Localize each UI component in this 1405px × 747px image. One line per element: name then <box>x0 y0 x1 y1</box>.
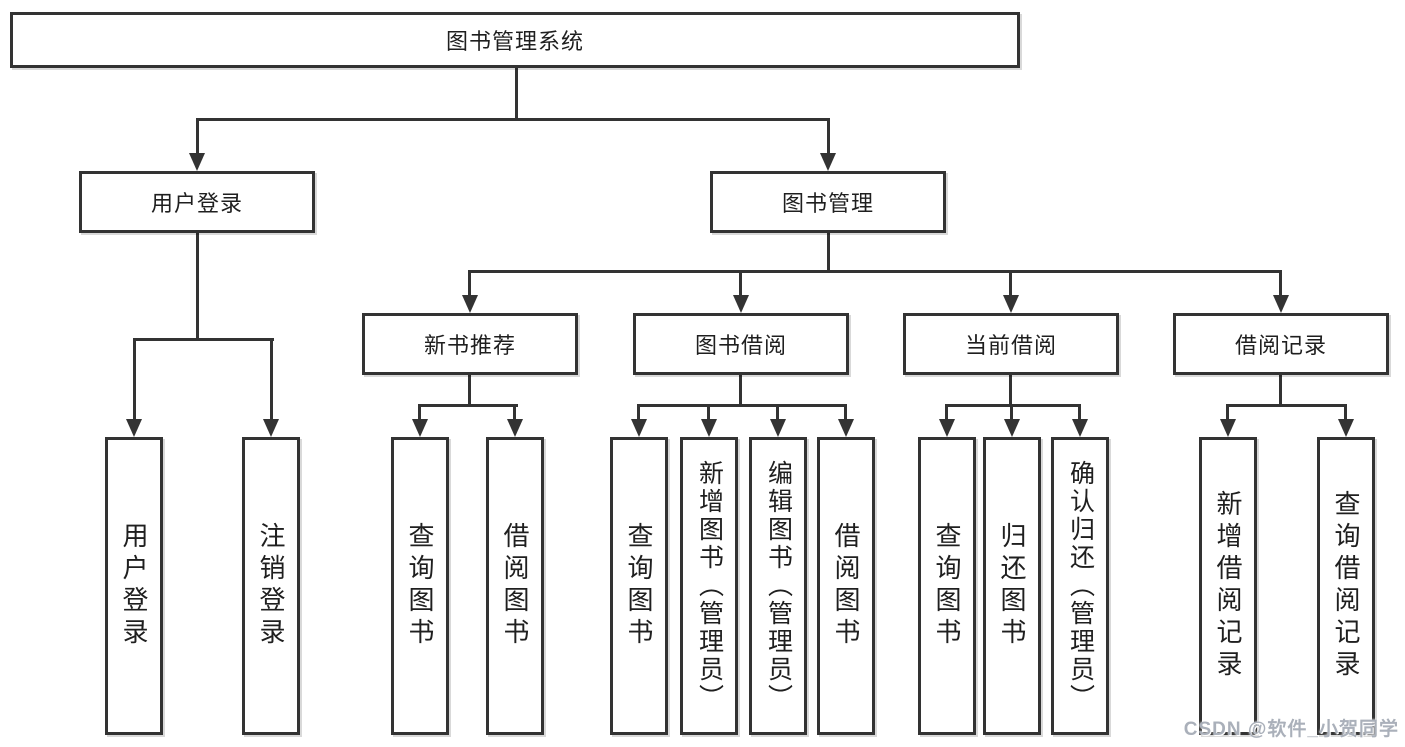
node-root-label: 图书管理系统 <box>445 29 584 54</box>
arrow-down-icon <box>820 153 836 171</box>
node-label: 当前借阅 <box>964 333 1057 358</box>
connector-line <box>133 338 274 341</box>
node-book-management-branch: 图书管理 <box>710 171 946 233</box>
connector-line <box>739 270 742 298</box>
node-label: 查询图书 <box>624 522 654 650</box>
connector-line <box>707 404 710 421</box>
connector-line <box>637 404 640 421</box>
arrow-down-icon <box>126 419 142 437</box>
connector-line <box>945 404 1081 407</box>
connector-line <box>776 404 779 421</box>
csdn-watermark: CSDN @软件_小贺同学 <box>1183 719 1399 740</box>
connector-line <box>1010 404 1013 421</box>
arrow-down-icon <box>1072 419 1088 437</box>
node-add-borrow-record: 新增借阅记录 <box>1199 437 1257 735</box>
arrow-down-icon <box>1338 419 1354 437</box>
connector-line <box>1344 404 1347 421</box>
connector-line <box>1078 404 1081 421</box>
node-label: 用户登录 <box>119 522 149 650</box>
connector-line <box>1279 375 1282 407</box>
arrow-down-icon <box>1004 419 1020 437</box>
node-root: 图书管理系统 <box>10 12 1020 68</box>
connector-line <box>1279 270 1282 298</box>
connector-line <box>468 375 471 407</box>
node-query-books-borrow: 查询图书 <box>610 437 668 735</box>
connector-line <box>1226 404 1347 407</box>
node-user-login-leaf: 用户登录 <box>105 437 163 735</box>
connector-line <box>270 338 273 421</box>
connector-line <box>418 404 421 421</box>
arrow-down-icon <box>507 419 523 437</box>
connector-line <box>513 404 516 421</box>
node-return-books: 归还图书 <box>983 437 1041 735</box>
connector-line <box>196 233 199 341</box>
node-label: 借阅图书 <box>831 522 861 650</box>
connector-line <box>945 404 948 421</box>
node-label: 借阅记录 <box>1234 333 1327 358</box>
connector-line <box>739 375 742 407</box>
node-label: 图书管理 <box>781 191 874 216</box>
arrow-down-icon <box>1220 419 1236 437</box>
node-new-book-recommend: 新书推荐 <box>362 313 578 375</box>
node-label: 用户登录 <box>150 191 243 216</box>
node-add-books-admin: 新增图书（管理员） <box>680 437 738 735</box>
connector-line <box>827 118 830 156</box>
node-label: 确认归还（管理员） <box>1066 460 1095 712</box>
arrow-down-icon <box>263 419 279 437</box>
connector-line <box>196 118 830 121</box>
node-label: 借阅图书 <box>500 522 530 650</box>
node-label: 查询借阅记录 <box>1331 490 1361 682</box>
arrow-down-icon <box>631 419 647 437</box>
connector-line <box>1009 375 1012 407</box>
node-label: 新增图书（管理员） <box>695 460 724 712</box>
connector-line <box>515 68 518 120</box>
arrow-down-icon <box>1003 295 1019 313</box>
node-borrow-books-recommend: 借阅图书 <box>486 437 544 735</box>
connector-line <box>827 233 830 273</box>
connector-line <box>418 404 518 407</box>
node-borrow-books-leaf: 借阅图书 <box>817 437 875 735</box>
node-label: 编辑图书（管理员） <box>764 460 793 712</box>
node-label: 注销登录 <box>256 522 286 650</box>
node-query-books-current: 查询图书 <box>918 437 976 735</box>
connector-line <box>468 270 1282 273</box>
node-book-borrow: 图书借阅 <box>633 313 849 375</box>
connector-line <box>1226 404 1229 421</box>
node-confirm-return-admin: 确认归还（管理员） <box>1051 437 1109 735</box>
arrow-down-icon <box>939 419 955 437</box>
node-query-borrow-record: 查询借阅记录 <box>1317 437 1375 735</box>
node-user-login-branch: 用户登录 <box>79 171 315 233</box>
arrow-down-icon <box>701 419 717 437</box>
arrow-down-icon <box>838 419 854 437</box>
node-query-books-recommend: 查询图书 <box>391 437 449 735</box>
arrow-down-icon <box>770 419 786 437</box>
node-logout: 注销登录 <box>242 437 300 735</box>
connector-line <box>133 338 136 421</box>
node-borrow-records: 借阅记录 <box>1173 313 1389 375</box>
arrow-down-icon <box>1273 295 1289 313</box>
node-label: 查询图书 <box>932 522 962 650</box>
arrow-down-icon <box>733 295 749 313</box>
node-label: 图书借阅 <box>694 333 787 358</box>
connector-line <box>468 270 471 298</box>
node-edit-books-admin: 编辑图书（管理员） <box>749 437 807 735</box>
arrow-down-icon <box>412 419 428 437</box>
node-label: 新书推荐 <box>423 333 516 358</box>
node-label: 归还图书 <box>997 522 1027 650</box>
node-label: 查询图书 <box>405 522 435 650</box>
node-label: 新增借阅记录 <box>1213 490 1243 682</box>
arrow-down-icon <box>189 153 205 171</box>
arrow-down-icon <box>462 295 478 313</box>
connector-line <box>637 404 847 407</box>
connector-line <box>196 118 199 156</box>
node-current-borrow: 当前借阅 <box>903 313 1119 375</box>
connector-line <box>844 404 847 421</box>
connector-line <box>1009 270 1012 298</box>
